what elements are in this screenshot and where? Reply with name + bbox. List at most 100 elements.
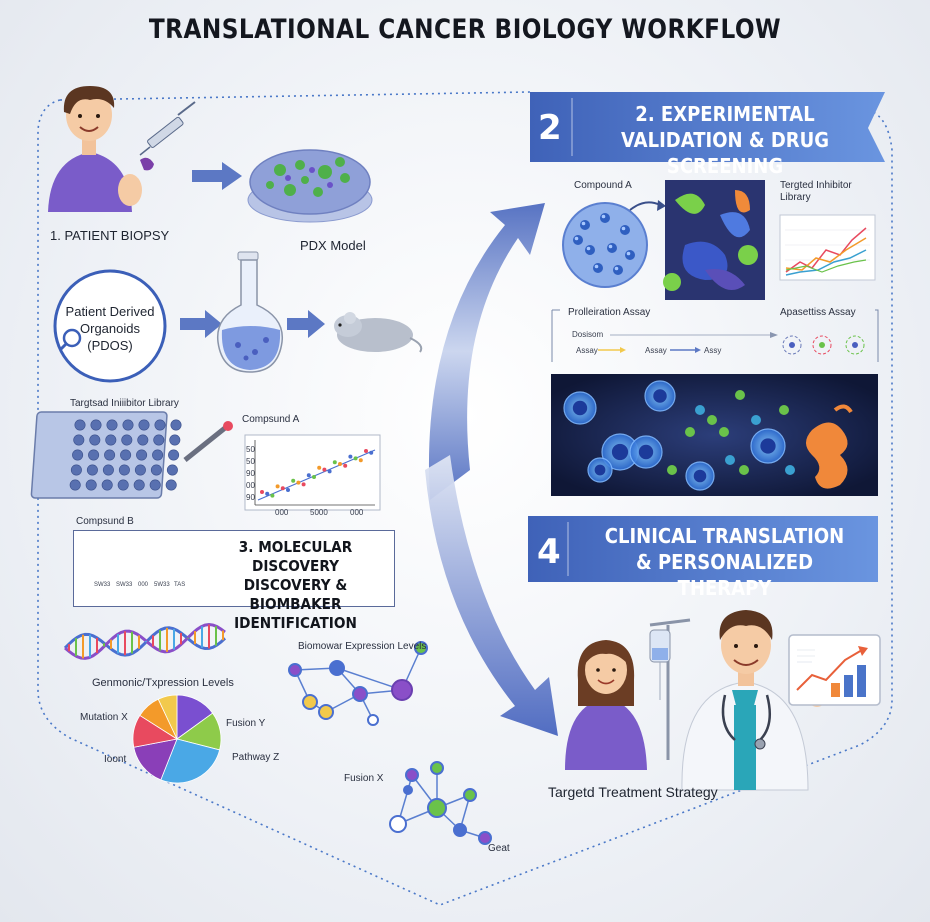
scatter-point — [358, 458, 363, 463]
network-top — [288, 641, 428, 726]
network-node — [430, 761, 444, 775]
sphere-cell-highlight — [574, 236, 579, 241]
network-bottom — [389, 761, 492, 845]
organoids-circle — [53, 269, 167, 383]
section4-title-line2: & PERSONALIZED THERAPY — [635, 550, 814, 600]
sphere-cell-highlight — [621, 226, 626, 231]
cell-nucleus — [653, 389, 667, 403]
cell-particle — [667, 465, 677, 475]
cell-particle — [707, 415, 717, 425]
network-node — [329, 660, 345, 676]
cell-nucleus — [611, 443, 629, 461]
biomarker-label: Biomowar Expression Levels — [298, 641, 427, 652]
genomic-label: Genmonic/Txpression Levels — [92, 677, 234, 689]
section2-title-line2: VALIDATION & DRUG SCREENING — [620, 128, 830, 178]
cell-particle — [735, 390, 745, 400]
sphere-cell-highlight — [608, 244, 613, 249]
organoids-label-line1: Patient Derived — [65, 304, 155, 319]
well — [134, 464, 146, 476]
network-node — [463, 788, 477, 802]
well-plate — [30, 411, 182, 499]
bar-tick: 5W33 — [154, 582, 170, 588]
dark-cell-panel — [551, 374, 878, 496]
section3-title: 3. MOLECULAR DISCOVERY DISCOVERY & BIOMB… — [201, 538, 390, 633]
apoptosis-cells — [782, 335, 865, 355]
cell-nucleus — [572, 400, 588, 416]
scatter-point — [286, 488, 290, 492]
sphere-cell — [593, 263, 603, 273]
cell-particle — [739, 465, 749, 475]
pie-label-other: Ioont — [104, 754, 127, 765]
sphere-cell — [585, 245, 595, 255]
chart-board-icon — [788, 634, 881, 706]
flow-step-4: Assy — [704, 346, 722, 355]
scatter-point — [301, 482, 306, 487]
scatter-point — [348, 454, 353, 459]
sphere-cell — [625, 250, 635, 260]
well — [105, 434, 117, 446]
sphere-cell-highlight — [626, 251, 631, 256]
scatter-point — [291, 478, 296, 483]
pie-slice — [160, 738, 221, 784]
scatter-point — [265, 491, 270, 496]
curved-arrow-down — [425, 455, 558, 736]
library-label: Targtsad Iniiibitor Library — [70, 398, 179, 409]
scatter-y-tick: 50 — [246, 445, 255, 454]
scatter-point — [327, 469, 332, 474]
syringe-icon — [139, 101, 196, 171]
cell-particle — [725, 455, 735, 465]
petri-dish-icon — [247, 149, 373, 223]
scatter-y-tick: 50 — [246, 457, 255, 466]
scatter-point — [332, 460, 337, 465]
scatter-x-tick: 000 — [275, 508, 289, 517]
well — [150, 464, 162, 476]
cell-particle — [751, 415, 761, 425]
treatment-strategy-label: Targetd Treatment Strategy — [548, 784, 718, 800]
cell-nucleus — [638, 444, 654, 460]
network-node — [403, 785, 413, 795]
network-node — [367, 714, 379, 726]
compound-a-label-1: Compsund A — [242, 414, 300, 425]
magnifier-icon — [58, 328, 82, 352]
dna-helix — [63, 623, 227, 660]
well — [138, 419, 150, 431]
library-label-2-line2: Library — [780, 192, 811, 203]
section2-number: 2 — [538, 108, 562, 148]
bar-tick: 000 — [138, 582, 149, 588]
scatter-point — [353, 456, 358, 461]
well — [168, 449, 180, 461]
scatter-point — [317, 465, 322, 470]
well — [104, 449, 116, 461]
sphere-cell-highlight — [586, 246, 591, 251]
well — [153, 434, 165, 446]
sphere-cell-highlight — [601, 214, 606, 219]
cell-nucleus — [594, 464, 606, 476]
organoids-label-line2: Organoids — [80, 321, 140, 336]
well — [101, 479, 113, 491]
scatter-point — [312, 475, 316, 479]
banner-2-shape — [530, 92, 885, 162]
bar-tick: SW33 — [116, 582, 133, 588]
well — [69, 479, 81, 491]
pie-chart — [132, 694, 222, 784]
well — [169, 434, 181, 446]
network-node — [478, 831, 492, 845]
sphere-cell — [600, 213, 610, 223]
network-node — [302, 694, 318, 710]
network-node — [427, 798, 447, 818]
scatter-point — [322, 467, 327, 472]
network-edge — [336, 667, 403, 691]
well — [166, 464, 178, 476]
network-node — [318, 704, 334, 720]
well — [73, 434, 85, 446]
dna-strand — [64, 623, 226, 660]
well — [133, 479, 145, 491]
assay-panel — [551, 309, 879, 362]
banner-4-shape — [528, 516, 878, 582]
stethoscope-icon — [721, 694, 772, 750]
curved-arrow-up — [428, 203, 545, 500]
bar-tick: TAS — [174, 582, 186, 588]
scatter-y-tick: 90 — [246, 493, 255, 502]
well — [149, 479, 161, 491]
